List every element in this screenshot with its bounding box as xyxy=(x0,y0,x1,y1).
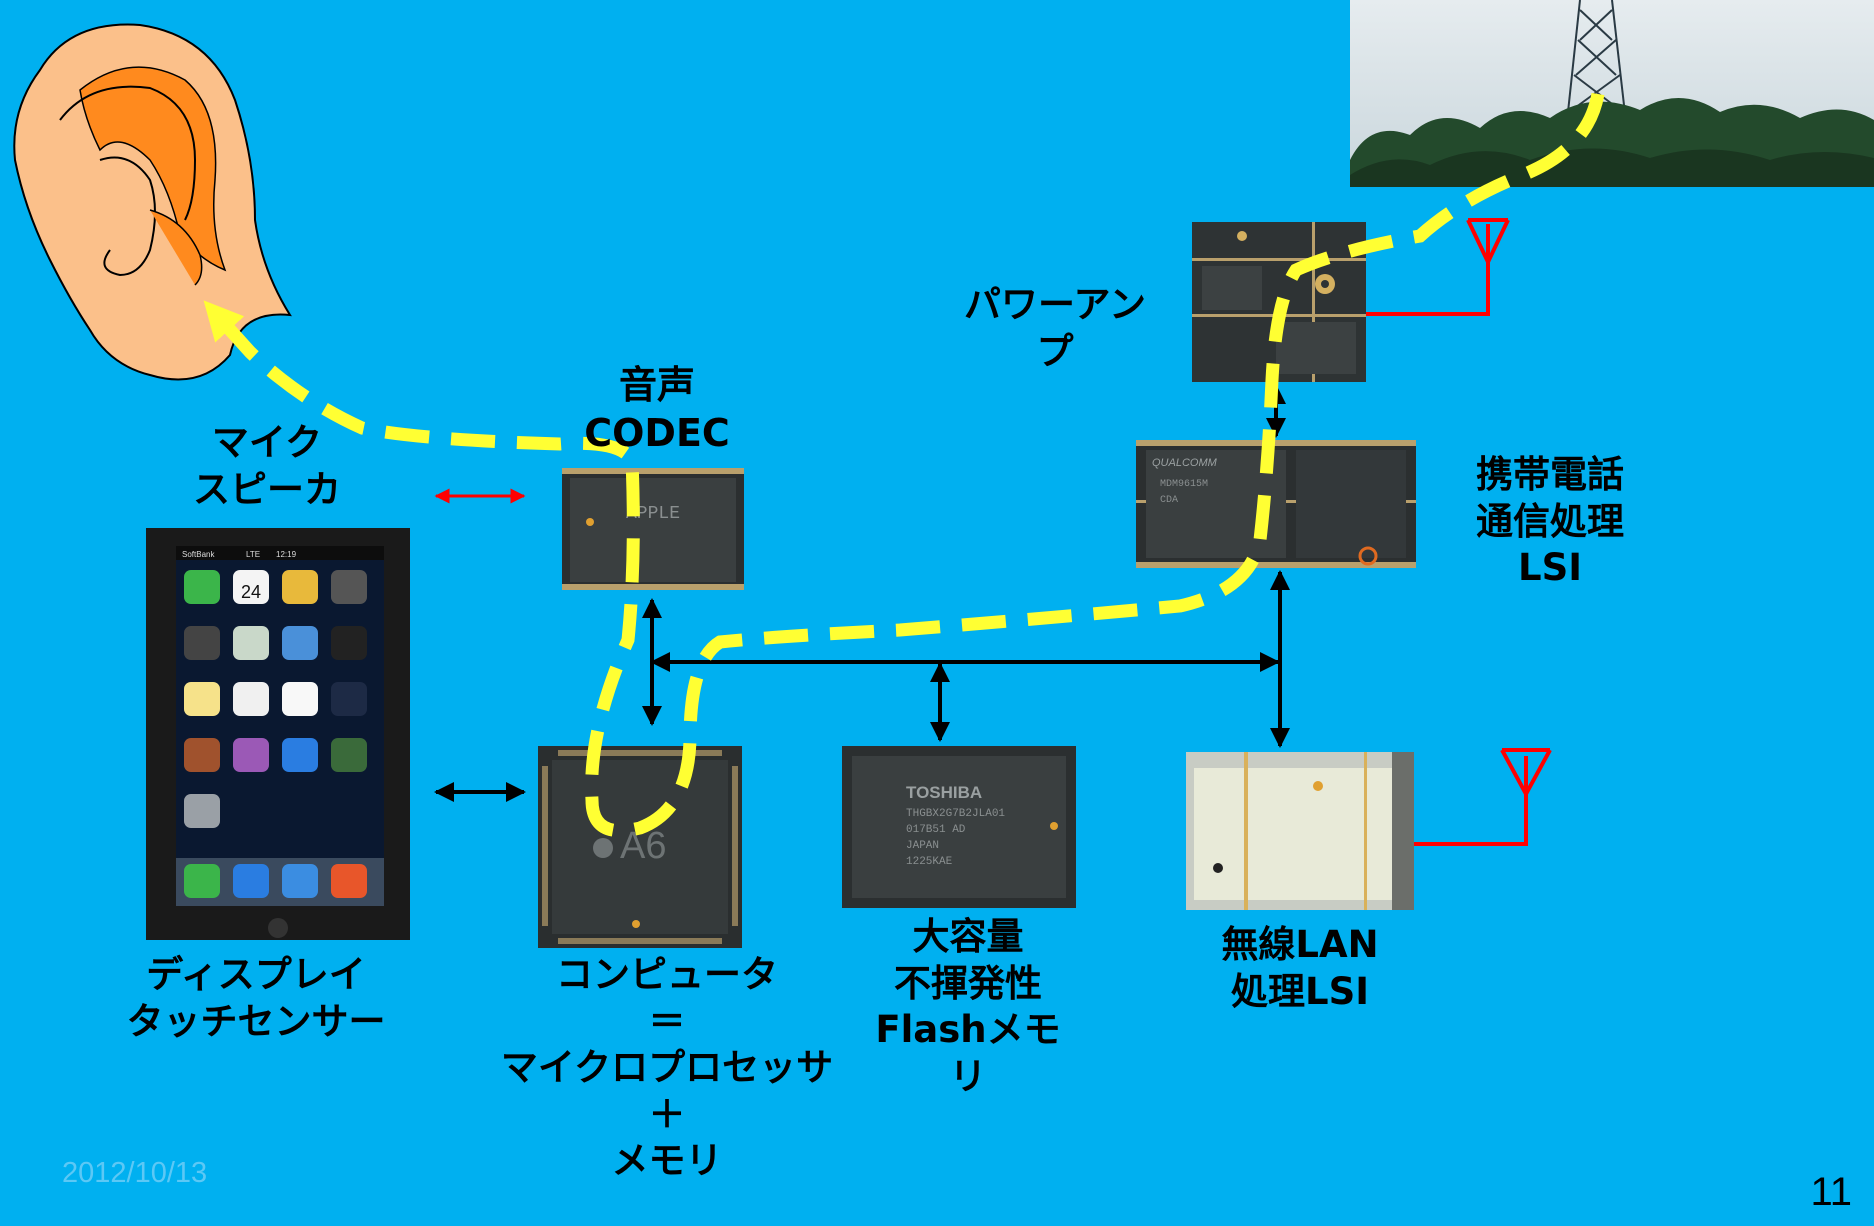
ear-illustration xyxy=(0,10,300,390)
svg-text:017B51 AD: 017B51 AD xyxy=(906,824,966,836)
label-mic-speaker: マイク スピーカ xyxy=(193,421,341,511)
label-flash: 大容量 不揮発性 Flashメモ リ xyxy=(875,915,1061,1098)
label-cellular-lsi: 携帯電話 通信処理 LSI xyxy=(1476,453,1624,590)
svg-text:THGBX2G7B2JLA01: THGBX2G7B2JLA01 xyxy=(906,808,1005,820)
wlan-chip-photo xyxy=(1186,752,1414,910)
label-power-amp: パワーアン プ xyxy=(963,283,1147,373)
signal-path xyxy=(203,92,1605,838)
dock-icons xyxy=(184,864,367,898)
svg-text:1225KAE: 1225KAE xyxy=(906,856,953,868)
cpu-chip-photo: A6 xyxy=(538,746,742,948)
cellular-marking: QUALCOMM xyxy=(1152,457,1218,469)
label-display: ディスプレイ タッチセンサー xyxy=(126,953,386,1043)
page-number: 11 xyxy=(1810,1170,1852,1214)
antenna-wlan xyxy=(1414,748,1552,846)
label-computer: コンピュータ ＝ マイクロプロセッサ ＋ メモリ xyxy=(500,953,834,1183)
network-text: LTE xyxy=(246,550,260,559)
carrier-text: SoftBank xyxy=(182,550,215,559)
flash-chip-photo: TOSHIBA THGBX2G7B2JLA01 017B51 AD JAPAN … xyxy=(842,746,1076,908)
svg-text:JAPAN: JAPAN xyxy=(906,840,939,852)
label-wlan: 無線LAN 処理LSI xyxy=(1221,923,1379,1013)
antenna-top xyxy=(1366,218,1510,316)
iphone-photo: SoftBank LTE 12:19 24 xyxy=(146,528,410,940)
codec-chip-photo: APPLE xyxy=(562,468,744,590)
tower-photo xyxy=(1350,0,1874,187)
app-icon-grid: 24 xyxy=(184,570,367,828)
svg-text:24: 24 xyxy=(241,582,261,602)
svg-text:MDM9615M: MDM9615M xyxy=(1160,479,1208,490)
time-text: 12:19 xyxy=(276,550,297,559)
svg-text:CDA: CDA xyxy=(1160,495,1178,506)
label-codec: 音声 CODEC xyxy=(584,363,730,455)
power-amp-chip-photo xyxy=(1192,222,1366,382)
bus-lines xyxy=(434,384,1290,802)
slide-date: 2012/10/13 xyxy=(62,1157,208,1189)
flash-marking: TOSHIBA xyxy=(906,783,982,802)
